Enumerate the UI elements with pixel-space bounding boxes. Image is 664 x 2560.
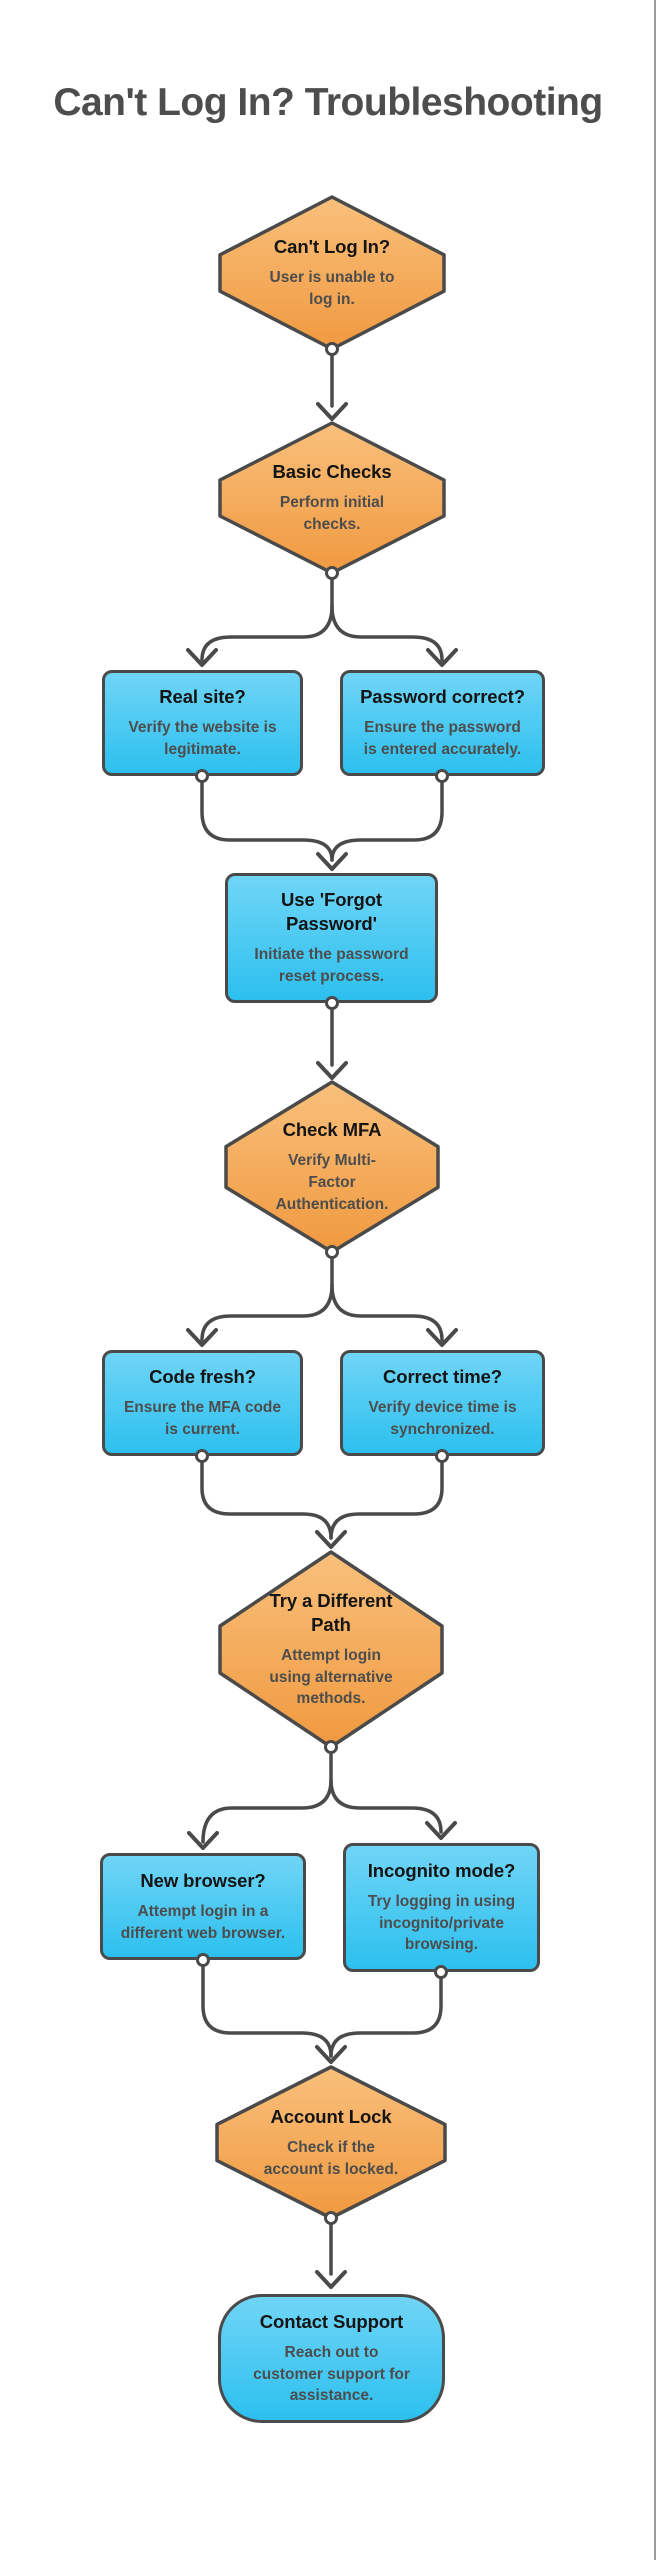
node-subtitle: Ensure the MFA code is current. bbox=[123, 1399, 282, 1439]
arrowhead-icon bbox=[426, 1328, 458, 1347]
arrowhead-icon bbox=[315, 1530, 347, 1549]
page-right-border bbox=[654, 0, 656, 2560]
node-forgot-password: Use 'Forgot Password' Initiate the passw… bbox=[225, 873, 438, 1003]
arrowhead-icon bbox=[186, 648, 218, 667]
flow-connector bbox=[330, 1283, 444, 1342]
arrowhead-icon bbox=[187, 1831, 219, 1850]
arrowhead-icon bbox=[316, 1061, 348, 1080]
node-title: New browser? bbox=[140, 1869, 266, 1891]
flow-connector bbox=[200, 1250, 334, 1342]
flow-connector bbox=[201, 1958, 333, 2058]
flow-connector bbox=[200, 774, 334, 862]
node-subtitle: User is unable to log in. bbox=[269, 269, 395, 309]
node-title: Check MFA bbox=[282, 1119, 382, 1141]
arrowhead-icon bbox=[315, 2270, 347, 2289]
node-check-mfa: Check MFA Verify Multi- Factor Authentic… bbox=[226, 1082, 438, 1252]
node-title: Try a Different Path bbox=[269, 1589, 393, 1635]
node-subtitle: Reach out to customer support for assist… bbox=[253, 2343, 410, 2405]
node-subtitle: Attempt login in a different web browser… bbox=[120, 1902, 286, 1942]
node-try-different-path: Try a Different Path Attempt login using… bbox=[220, 1552, 442, 1747]
node-real-site: Real site? Verify the website is legitim… bbox=[102, 670, 303, 776]
node-title: Use 'Forgot Password' bbox=[281, 889, 382, 935]
flow-connector bbox=[329, 1454, 444, 1540]
node-title: Can't Log In? bbox=[273, 236, 391, 258]
node-subtitle: Attempt login using alternative methods. bbox=[269, 1647, 393, 1708]
node-subtitle: Verify device time is synchronized. bbox=[368, 1399, 517, 1439]
node-subtitle: Perform initial checks. bbox=[279, 494, 385, 534]
node-subtitle: Check if the account is locked. bbox=[263, 2138, 399, 2178]
node-title: Correct time? bbox=[383, 1366, 502, 1388]
flow-connector bbox=[329, 1970, 443, 2058]
node-subtitle: Verify the website is legitimate. bbox=[128, 719, 277, 759]
node-account-lock: Account Lock Check if the account is loc… bbox=[217, 2067, 445, 2218]
page-title: Can't Log In? Troubleshooting bbox=[53, 81, 603, 124]
flow-connector bbox=[200, 571, 334, 662]
flow-connector bbox=[201, 1745, 333, 1844]
node-title: Password correct? bbox=[360, 686, 525, 708]
arrowhead-icon bbox=[316, 402, 348, 421]
node-title: Code fresh? bbox=[149, 1366, 256, 1388]
node-title: Account Lock bbox=[270, 2105, 392, 2127]
flow-connector bbox=[330, 604, 444, 662]
node-subtitle: Verify Multi- Factor Authentication. bbox=[275, 1152, 389, 1213]
node-password-correct: Password correct? Ensure the password is… bbox=[340, 670, 545, 776]
arrowhead-icon bbox=[426, 648, 458, 667]
node-cant-log-in: Can't Log In? User is unable to log in. bbox=[220, 197, 444, 349]
node-contact-support: Contact Support Reach out to customer su… bbox=[218, 2294, 445, 2423]
arrowhead-icon bbox=[186, 1328, 218, 1347]
node-correct-time: Correct time? Verify device time is sync… bbox=[340, 1350, 545, 1456]
arrowhead-icon bbox=[425, 1821, 457, 1840]
arrowhead-icon bbox=[315, 2045, 347, 2064]
node-new-browser: New browser? Attempt login in a differen… bbox=[100, 1853, 306, 1960]
node-subtitle: Ensure the password is entered accuratel… bbox=[363, 719, 522, 759]
node-title: Real site? bbox=[159, 686, 246, 708]
node-subtitle: Try logging in using incognito/private b… bbox=[367, 1892, 516, 1954]
node-title: Basic Checks bbox=[272, 461, 392, 483]
flow-connector bbox=[329, 1778, 443, 1834]
flow-connector bbox=[330, 774, 444, 862]
node-incognito-mode: Incognito mode? Try logging in using inc… bbox=[343, 1843, 540, 1972]
flow-connector bbox=[200, 1454, 333, 1540]
node-title: Contact Support bbox=[259, 2310, 404, 2332]
node-code-fresh: Code fresh? Ensure the MFA code is curre… bbox=[102, 1350, 303, 1456]
node-subtitle: Initiate the password reset process. bbox=[254, 946, 409, 986]
node-title: Incognito mode? bbox=[367, 1859, 516, 1881]
arrowhead-icon bbox=[316, 852, 348, 871]
node-basic-checks: Basic Checks Perform initial checks. bbox=[220, 423, 444, 573]
